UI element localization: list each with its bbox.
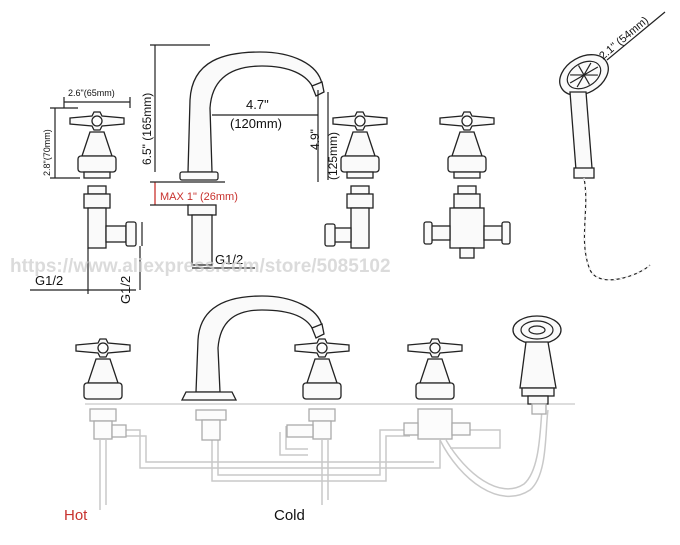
hand-shower-install — [512, 315, 562, 415]
valve-base — [77, 155, 117, 173]
spout-tip — [311, 323, 325, 339]
valve-shank — [89, 408, 117, 422]
thread-label-h: G1/2 — [35, 273, 63, 288]
spout-nut — [195, 409, 227, 421]
valve-dimensioned: 2.6"(65mm) 2.8"(70mm) G1/2 G1/2 — [30, 88, 143, 304]
diverter-block — [449, 207, 485, 249]
spout-body — [187, 51, 323, 173]
spout-thread-label: G1/2 — [215, 252, 243, 267]
handle-hub — [97, 342, 109, 354]
diverter-outlet-left — [403, 422, 419, 436]
shower-collar — [573, 167, 595, 179]
spout-reach-label: 4.7" — [246, 97, 269, 112]
valve-shank — [453, 193, 481, 209]
valve-stem — [350, 207, 370, 249]
watermark-text: https://www.aliexpress.com/store/5085102 — [10, 256, 391, 277]
valve-flange — [453, 171, 481, 179]
valve-body — [81, 131, 113, 157]
valve-base — [415, 382, 455, 400]
valve-base — [83, 382, 123, 400]
diverter-nut-right — [501, 221, 511, 245]
valve-outlet-nut — [324, 223, 336, 247]
shower-handle — [519, 341, 557, 389]
valve-stem — [312, 420, 332, 440]
diverter-nut-left — [423, 221, 433, 245]
valve-nut — [87, 185, 107, 195]
diverter-outlet-right — [451, 422, 471, 436]
valve-shank — [308, 408, 336, 422]
valve-nut — [350, 185, 370, 195]
valve-nut — [457, 185, 477, 195]
valve-outlet — [105, 225, 127, 243]
valve-body — [87, 358, 119, 384]
valve-shank — [83, 193, 111, 209]
valve-shank — [346, 193, 374, 209]
handle-hub — [91, 115, 103, 127]
valve-stem — [87, 207, 107, 249]
valve-cold-top — [324, 111, 388, 249]
valve-outlet — [111, 424, 127, 438]
valve-outlet-nut — [125, 221, 137, 247]
spout-base — [180, 391, 238, 401]
deck-thickness-label: MAX 1" (26mm) — [160, 191, 238, 203]
valve-outlet — [332, 227, 352, 243]
handle-height-label: 2.8"(70mm) — [42, 129, 52, 176]
shower-shank — [531, 403, 547, 415]
spout-dimensioned: 6.5" (165mm) 4.7" (120mm) 4.9" (125mm) M… — [140, 44, 340, 269]
valve-cold-install — [286, 338, 350, 440]
shower-face — [566, 60, 602, 90]
shower-head — [512, 315, 562, 345]
sprayer-dimension-line — [606, 11, 666, 61]
valve-diverter-top — [423, 111, 511, 259]
handle-hub — [461, 115, 473, 127]
valve-diverter-install — [403, 338, 471, 440]
cold-label: Cold — [274, 507, 305, 524]
spout-drop-mm-label: (125mm) — [326, 132, 340, 180]
spout-shank — [201, 419, 221, 441]
handle-width-label: 2.6"(65mm) — [68, 88, 115, 98]
valve-flange — [83, 171, 111, 179]
shower-base — [527, 395, 549, 405]
spout-install — [180, 295, 325, 441]
shower-collar — [521, 387, 555, 397]
valve-base — [340, 155, 380, 173]
valve-body — [344, 131, 376, 157]
valve-base — [302, 382, 342, 400]
valve-body — [451, 131, 483, 157]
handle-hub — [316, 342, 328, 354]
valve-hot-install — [75, 338, 131, 440]
valve-outlet — [286, 424, 314, 438]
valve-stem — [93, 420, 113, 440]
hot-label: Hot — [64, 507, 88, 524]
valve-flange — [346, 171, 374, 179]
valve-body — [419, 358, 451, 384]
handle-hub — [354, 115, 366, 127]
diverter-bottom — [459, 247, 475, 259]
diverter-outlet-left — [429, 225, 451, 241]
hand-shower-top: 2.1" (54mm) — [559, 11, 666, 281]
spout-reach-mm-label: (120mm) — [230, 116, 282, 131]
spout-drop-label: 4.9" — [308, 129, 322, 150]
connection-pipes — [99, 409, 549, 510]
spout-base — [179, 171, 219, 181]
spout-tip — [311, 81, 325, 97]
sprayer-diameter-label: 2.1" (54mm) — [597, 14, 651, 62]
spout-height-label: 6.5" (165mm) — [140, 93, 154, 165]
shower-handle — [569, 91, 593, 171]
valve-body — [306, 358, 338, 384]
spout-shank — [191, 214, 213, 266]
handle-hub — [429, 342, 441, 354]
spout-nut — [187, 204, 217, 216]
shower-face — [520, 320, 554, 340]
shower-hose — [583, 177, 651, 281]
diverter-block — [417, 408, 453, 440]
thread-label-v: G1/2 — [118, 276, 133, 304]
valve-base — [447, 155, 487, 173]
shower-hose-connection — [439, 409, 549, 497]
diverter-outlet-right — [483, 225, 505, 241]
